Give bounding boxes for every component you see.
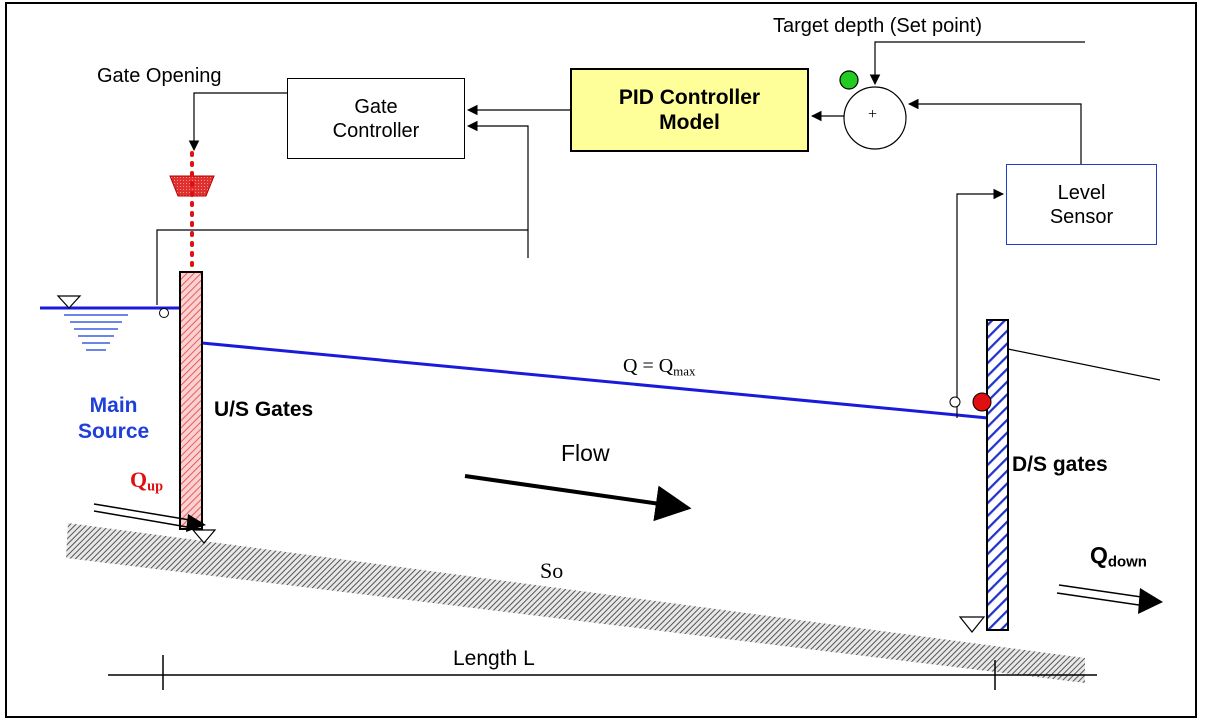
q-down-main: Q bbox=[1090, 542, 1108, 568]
flow-equation: Q = Qmax bbox=[623, 355, 696, 379]
upstream-sensor-icon bbox=[159, 308, 169, 318]
q-down-arrow bbox=[1056, 584, 1149, 607]
channel-bed bbox=[66, 523, 1085, 683]
downstream-gate bbox=[986, 319, 1009, 631]
channel-water-surface bbox=[201, 341, 989, 420]
q-up-sub: up bbox=[147, 478, 164, 495]
downstream-water-line bbox=[1007, 348, 1161, 381]
main-source-label: Main Source bbox=[78, 394, 150, 444]
downstream-sensor-arrow bbox=[956, 188, 1005, 418]
flow-equation-main: Q = Q bbox=[623, 355, 674, 377]
diagram-frame bbox=[5, 2, 1197, 718]
water-depth-lines-icon bbox=[64, 314, 128, 351]
q-up-arrow bbox=[93, 503, 197, 529]
setpoint-arrow bbox=[869, 41, 1085, 86]
q-up-main: Q bbox=[130, 467, 148, 492]
red-indicator-icon bbox=[972, 392, 992, 412]
q-up-label: Qup bbox=[130, 467, 163, 496]
upstream-gate bbox=[179, 271, 203, 530]
pid-controller-box: PID Controller Model bbox=[570, 68, 809, 152]
target-depth-label: Target depth (Set point) bbox=[773, 15, 983, 37]
green-indicator-icon bbox=[839, 70, 859, 90]
upstream-feedback-arrow bbox=[466, 120, 529, 230]
us-gates-label: U/S Gates bbox=[214, 398, 314, 421]
gate-controller-box: Gate Controller bbox=[287, 78, 465, 159]
summing-sign: + bbox=[868, 106, 878, 123]
upstream-water-level-icon bbox=[56, 295, 82, 309]
q-down-sub: down bbox=[1107, 553, 1147, 571]
downstream-sensor-icon bbox=[949, 396, 961, 408]
length-label: Length L bbox=[453, 647, 535, 670]
downstream-bed-level-icon bbox=[958, 616, 986, 633]
flow-equation-sub: max bbox=[673, 363, 696, 379]
sensor-feedback-arrow bbox=[907, 98, 1082, 164]
gate-opening-arrow bbox=[188, 92, 287, 152]
level-sensor-box: Level Sensor bbox=[1006, 164, 1157, 245]
summing-junction bbox=[843, 86, 907, 150]
slope-label: So bbox=[540, 558, 564, 583]
q-down-label: Qdown bbox=[1090, 542, 1147, 571]
upstream-bed-level-icon bbox=[191, 529, 217, 544]
gate-opening-label: Gate Opening bbox=[97, 65, 222, 87]
flow-arrow bbox=[464, 474, 692, 522]
ds-gates-label: D/S gates bbox=[1012, 453, 1108, 476]
upstream-sensor-line bbox=[156, 229, 529, 305]
flow-label: Flow bbox=[561, 440, 610, 466]
